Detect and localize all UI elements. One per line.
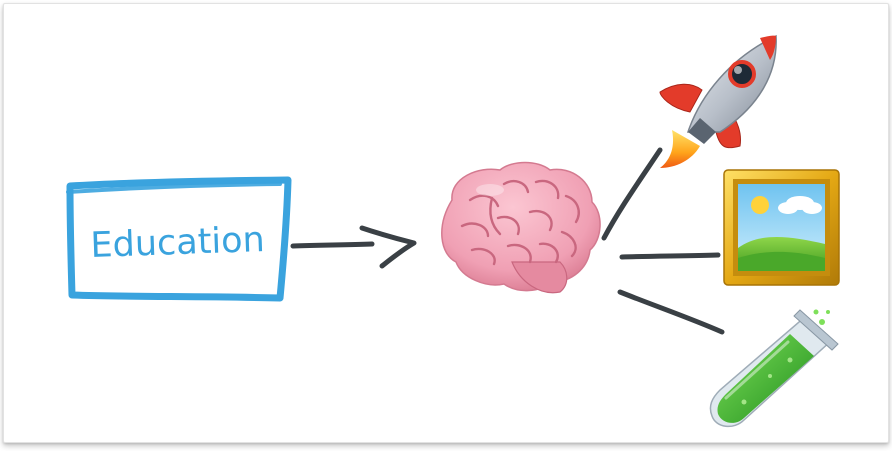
- education-box: [66, 176, 292, 302]
- education-label: Education: [90, 220, 266, 266]
- brain-icon: [441, 161, 601, 294]
- line-to-picture: [619, 252, 721, 260]
- framed-picture-icon: [723, 169, 840, 286]
- test-tube-icon: [709, 309, 839, 428]
- line-to-test-tube: [617, 289, 725, 335]
- rocket-icon: [659, 34, 777, 168]
- connector-lines: [601, 147, 725, 335]
- arrow-to-brain: [290, 225, 417, 269]
- line-to-rocket: [601, 147, 663, 241]
